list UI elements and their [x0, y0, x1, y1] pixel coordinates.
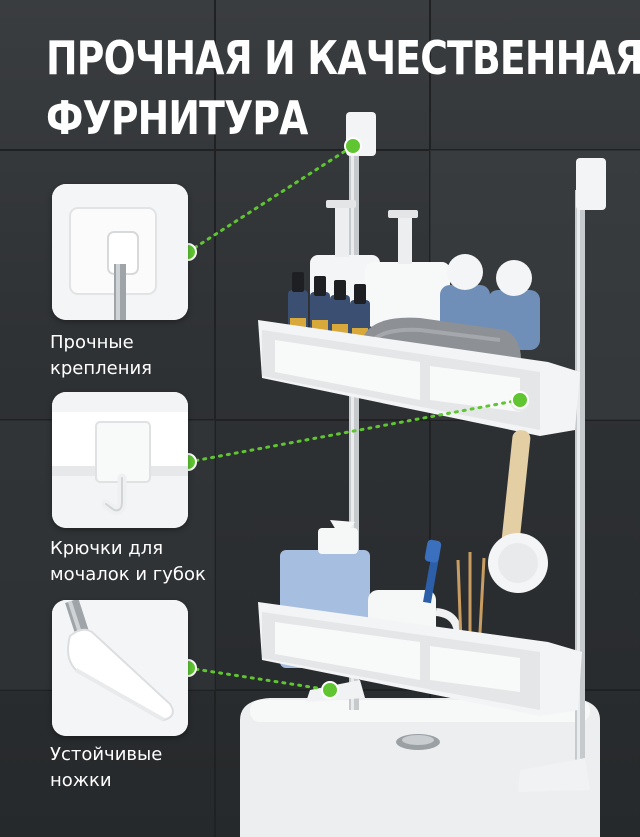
page-title-line2: ФУРНИТУРА — [46, 91, 308, 145]
feature-label-hook: Крючки для мочалок и губок — [50, 538, 206, 585]
feature-label-foot: Устойчивые ножки — [50, 744, 163, 791]
page-title: ПРОЧНАЯ И КАЧЕСТВЕННАЯ ФУРНИТУРА — [46, 28, 640, 148]
foot-icon — [52, 600, 188, 736]
feature-label-mount: Прочные крепления — [50, 332, 153, 379]
page-title-line1: ПРОЧНАЯ И КАЧЕСТВЕННАЯ — [46, 31, 640, 85]
hook-icon — [52, 392, 188, 528]
feature-card-foot — [52, 600, 188, 736]
feature-card-hook — [52, 392, 188, 528]
wall-mount-icon — [52, 184, 188, 320]
feature-card-mount — [52, 184, 188, 320]
